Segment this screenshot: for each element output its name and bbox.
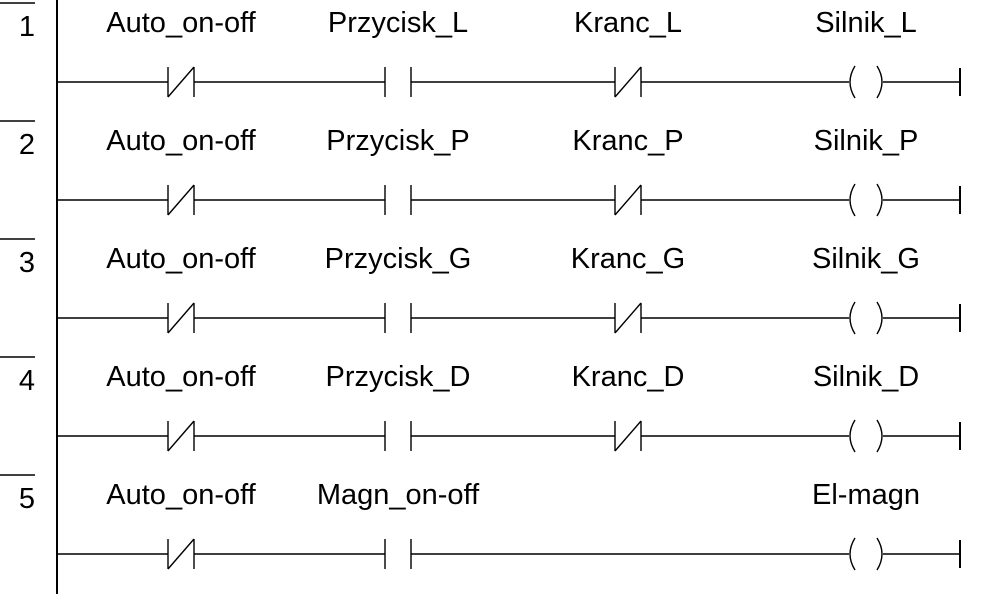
- contact-normally-closed: [614, 66, 642, 98]
- element-label: Kranc_D: [572, 361, 685, 393]
- coil-right-arc: [876, 183, 883, 217]
- coil: [849, 65, 883, 99]
- element-label: Przycisk_L: [328, 7, 468, 39]
- contact-normally-closed: [614, 184, 642, 216]
- element-label: Auto_on-off: [106, 125, 256, 157]
- contact-normally-closed: [614, 420, 642, 452]
- contact-slash: [167, 538, 195, 570]
- element-label: Kranc_L: [574, 7, 682, 39]
- coil-left-arc: [849, 537, 856, 571]
- rung-number: 4: [19, 365, 35, 397]
- element-label: Przycisk_D: [325, 361, 470, 393]
- contact-normally-open: [384, 421, 412, 451]
- contact-normally-closed: [167, 302, 195, 334]
- element-label: Silnik_L: [815, 7, 917, 39]
- element-label: El-magn: [812, 479, 920, 511]
- element-label: Auto_on-off: [106, 7, 256, 39]
- coil: [849, 419, 883, 453]
- coil-left-arc: [849, 65, 856, 99]
- coil-left-arc: [849, 301, 856, 335]
- coil-right-arc: [876, 537, 883, 571]
- contact-normally-closed: [614, 302, 642, 334]
- coil-left-arc: [849, 419, 856, 453]
- element-label: Kranc_G: [571, 243, 685, 275]
- element-label: Auto_on-off: [106, 361, 256, 393]
- coil: [849, 183, 883, 217]
- element-label: Przycisk_P: [326, 125, 469, 157]
- coil-right-arc: [876, 301, 883, 335]
- contact-slash: [614, 184, 642, 216]
- coil: [849, 301, 883, 335]
- contact-normally-closed: [167, 66, 195, 98]
- coil: [849, 537, 883, 571]
- contact-slash: [167, 302, 195, 334]
- coil-right-arc: [876, 65, 883, 99]
- contact-normally-open: [384, 303, 412, 333]
- rung-number: 5: [19, 483, 35, 515]
- element-label: Magn_on-off: [317, 479, 480, 511]
- element-label: Auto_on-off: [106, 243, 256, 275]
- contact-slash: [167, 184, 195, 216]
- contact-normally-open: [384, 539, 412, 569]
- contact-slash: [167, 66, 195, 98]
- rung-number: 3: [19, 247, 35, 279]
- rung-4: 4 Auto_on-off Przycisk_D Kranc_D Silnik_D: [0, 356, 961, 453]
- contact-slash: [614, 420, 642, 452]
- contact-normally-closed: [167, 184, 195, 216]
- contact-normally-open: [384, 67, 412, 97]
- contact-slash: [167, 420, 195, 452]
- element-label: Kranc_P: [572, 125, 683, 157]
- element-label: Silnik_G: [812, 243, 920, 275]
- element-label: Silnik_P: [814, 125, 919, 157]
- contact-normally-closed: [167, 420, 195, 452]
- rung-3: 3 Auto_on-off Przycisk_G Kranc_G Silnik_G: [0, 238, 961, 335]
- contact-slash: [614, 302, 642, 334]
- element-label: Przycisk_G: [325, 243, 472, 275]
- element-label: Auto_on-off: [106, 479, 256, 511]
- coil-left-arc: [849, 183, 856, 217]
- rung-5: 5 Auto_on-off Magn_on-off El-magn: [0, 474, 961, 571]
- element-label: Silnik_D: [813, 361, 919, 393]
- rung-1: 1 Auto_on-off Przycisk_L Kranc_L Silnik_L: [0, 2, 961, 99]
- contact-normally-open: [384, 185, 412, 215]
- contact-normally-closed: [167, 538, 195, 570]
- coil-right-arc: [876, 419, 883, 453]
- rung-number: 1: [19, 11, 35, 43]
- contact-slash: [614, 66, 642, 98]
- rung-number: 2: [19, 129, 35, 161]
- rung-2: 2 Auto_on-off Przycisk_P Kranc_P Silnik_P: [0, 120, 961, 217]
